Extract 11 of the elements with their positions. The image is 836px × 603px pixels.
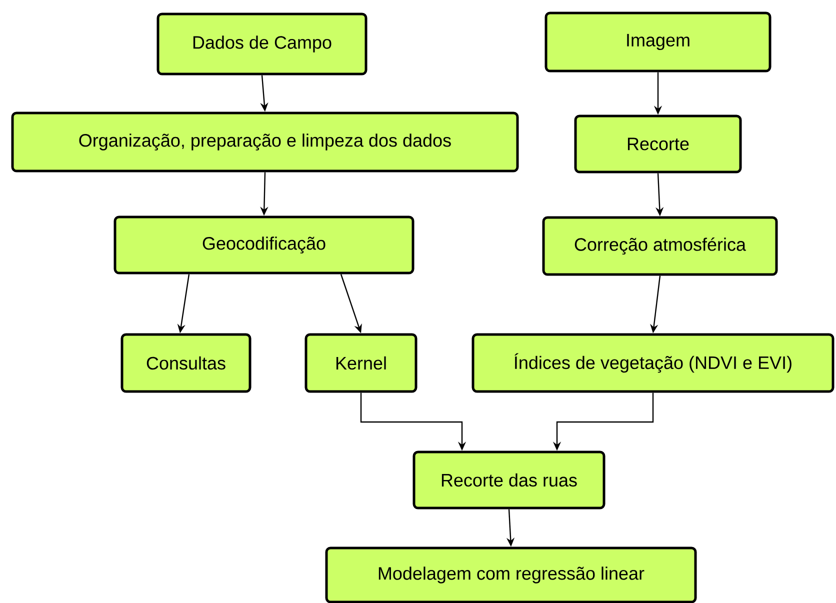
process-box: Índices de vegetação (NDVI e EVI) [472, 333, 834, 393]
process-box: Modelagem com regressão linear [325, 546, 697, 603]
process-box: Organização, preparação e limpeza dos dados [11, 112, 519, 172]
process-box: Imagem [544, 12, 772, 72]
process-box: Recorte [574, 114, 742, 174]
process-box: Kernel [304, 333, 418, 393]
process-box: Recorte das ruas [412, 450, 606, 510]
process-box: Geocodificação [114, 216, 414, 274]
process-box: Correção atmosférica [542, 216, 778, 276]
process-box: Dados de Campo [156, 12, 368, 76]
process-box: Consultas [120, 333, 252, 393]
